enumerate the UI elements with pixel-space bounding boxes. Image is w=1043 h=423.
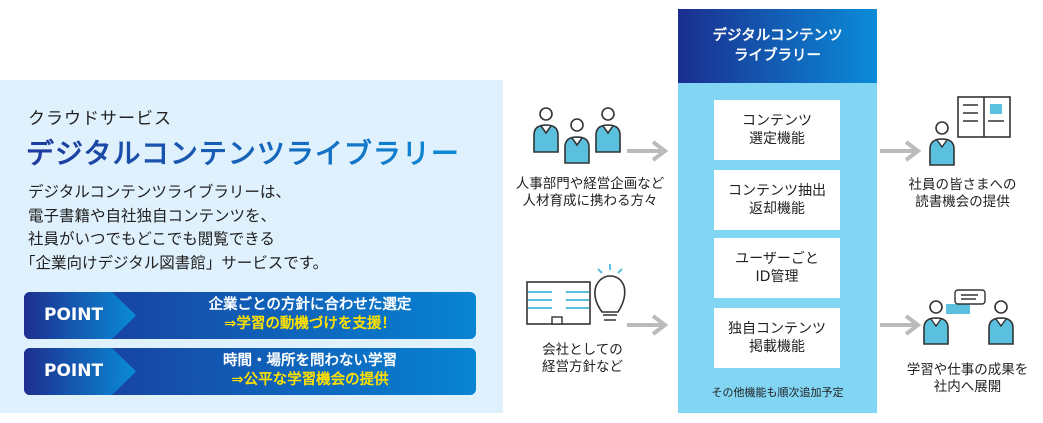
label-line: 人材育成に携わる方々 — [522, 193, 658, 209]
feature-line: 返却機能 — [749, 201, 805, 217]
feature-line: 掲載機能 — [749, 339, 805, 355]
people-group-icon — [533, 107, 621, 164]
point-highlight: ⇒学習の動機づけを支援！ — [224, 316, 396, 332]
feature-box: コンテンツ選定機能 — [714, 100, 840, 160]
point-text: 企業ごとの方針に合わせた選定 — [208, 297, 412, 313]
arrow-right-icon — [627, 140, 669, 162]
building-lightbulb-icon — [526, 264, 626, 325]
feature-line: ID管理 — [755, 269, 799, 285]
label-line: 経営方針など — [542, 359, 623, 375]
feature-line: 独自コンテンツ — [728, 321, 826, 337]
feature-line: コンテンツ抽出 — [728, 183, 826, 199]
output-label: 社員の皆さまへの読書機会の提供 — [895, 177, 1030, 211]
arrow-right-icon — [880, 140, 922, 162]
desc-line: 電子書籍や自社独自コンテンツを、 — [28, 206, 277, 225]
label-line: 人事部門や経営企画など — [515, 176, 665, 192]
feature-box: コンテンツ抽出返却機能 — [714, 170, 840, 230]
point-highlight: ⇒公平な学習機会の提供 — [231, 372, 389, 388]
point-banner: POINT 企業ごとの方針に合わせた選定 ⇒学習の動機づけを支援！ — [24, 292, 476, 339]
point-banner: POINT 時間・場所を問わない学習 ⇒公平な学習機会の提供 — [24, 348, 476, 395]
input-label: 人事部門や経営企画など人材育成に携わる方々 — [505, 176, 675, 210]
service-subtitle: クラウドサービス — [28, 109, 172, 129]
arrow-right-icon — [627, 314, 669, 336]
header-line: デジタルコンテンツ — [712, 28, 843, 44]
library-header: デジタルコンテンツ ライブラリー — [678, 9, 877, 83]
label-line: 学習や仕事の成果を — [906, 362, 1029, 378]
more-features-note: その他機能も順次追加予定 — [711, 386, 844, 399]
point-label: POINT — [24, 348, 136, 395]
desc-line: デジタルコンテンツライブラリーは、 — [28, 183, 291, 201]
feature-line: コンテンツ — [742, 113, 812, 129]
feature-line: 選定機能 — [749, 131, 805, 147]
point-text: 時間・場所を問わない学習 — [223, 353, 397, 369]
person-book-icon — [929, 96, 1011, 166]
feature-line: ユーザーごと — [735, 251, 819, 267]
arrow-right-icon — [880, 314, 922, 336]
people-chat-icon — [923, 289, 1014, 345]
label-line: 社内へ展開 — [933, 379, 1002, 395]
output-label: 学習や仕事の成果を社内へ展開 — [895, 362, 1040, 396]
feature-box: ユーザーごと ID管理 — [714, 238, 840, 298]
point-label: POINT — [24, 292, 136, 339]
label-line: 会社としての — [542, 342, 623, 358]
desc-line: 社員がいつでもどこでも閲覧できる — [28, 230, 275, 248]
service-description: デジタルコンテンツライブラリーは、 電子書籍や自社独自コンテンツを、 社員がいつ… — [20, 181, 328, 275]
desc-line: 「企業向けデジタル図書館」サービスです。 — [20, 253, 329, 272]
label-line: 社員の皆さまへの — [908, 177, 1017, 193]
feature-box: 独自コンテンツ掲載機能 — [714, 308, 840, 368]
input-label: 会社としての経営方針など — [505, 342, 660, 376]
label-line: 読書機会の提供 — [915, 194, 1010, 210]
header-line: ライブラリー — [734, 48, 821, 64]
service-title: デジタルコンテンツライブラリー — [26, 132, 460, 172]
